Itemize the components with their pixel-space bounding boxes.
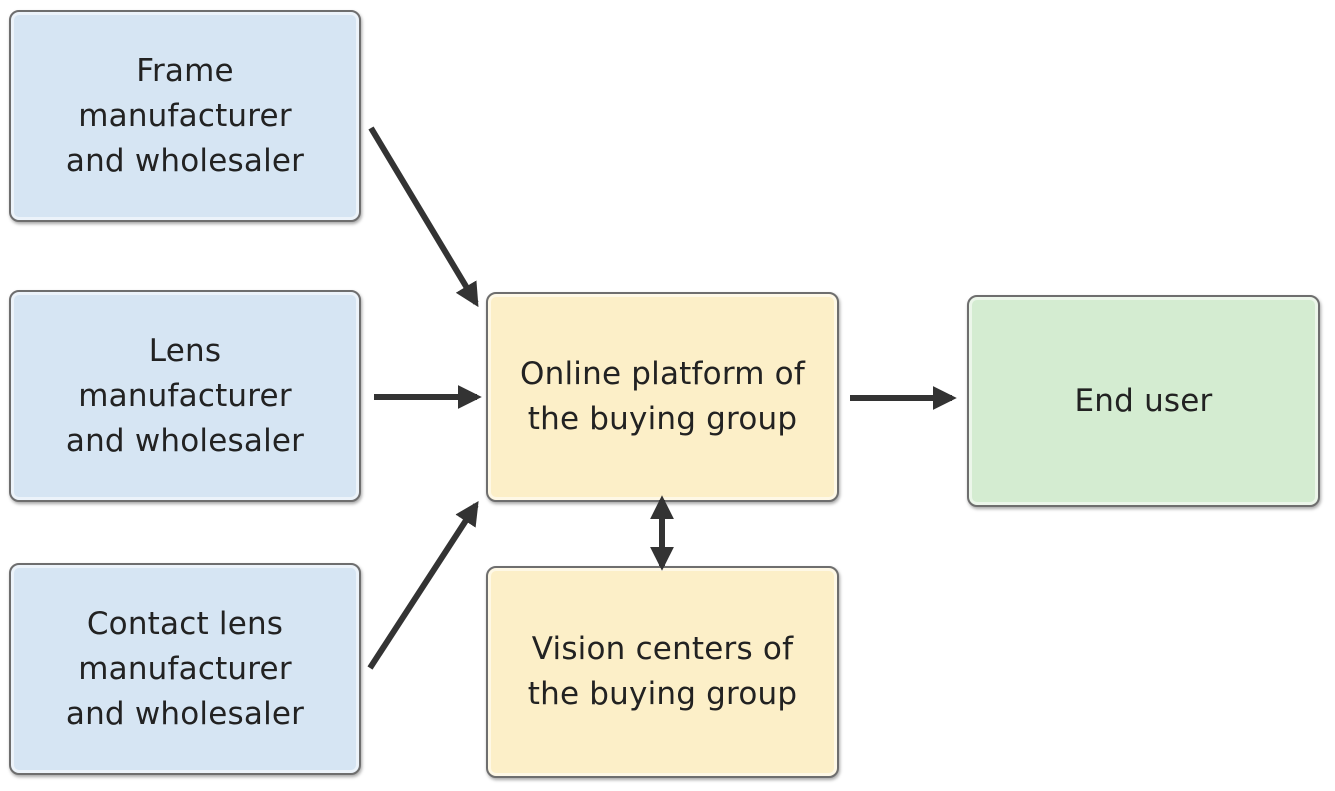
- online-platform-label: Online platform of the buying group: [520, 356, 805, 437]
- arrow-frame-to-online: [368, 126, 479, 308]
- vision-centers-label: Vision centers of the buying group: [527, 631, 798, 712]
- lens-manufacturer-label: Lens manufacturer and wholesaler: [65, 332, 305, 459]
- frame-manufacturer-box: Frame manufacturer and wholesaler: [9, 10, 361, 222]
- online-platform-box: Online platform of the buying group: [486, 292, 839, 502]
- end-user-box: End user: [967, 295, 1320, 507]
- end-user-label: End user: [1074, 382, 1213, 419]
- contact-lens-manufacturer-label: Contact lens manufacturer and wholesaler: [65, 605, 305, 732]
- lens-manufacturer-box: Lens manufacturer and wholesaler: [9, 290, 361, 502]
- contact-lens-manufacturer-box: Contact lens manufacturer and wholesaler: [9, 563, 361, 775]
- vision-centers-box: Vision centers of the buying group: [486, 566, 839, 778]
- frame-manufacturer-label: Frame manufacturer and wholesaler: [65, 52, 305, 179]
- arrow-contact-to-online: [367, 500, 479, 670]
